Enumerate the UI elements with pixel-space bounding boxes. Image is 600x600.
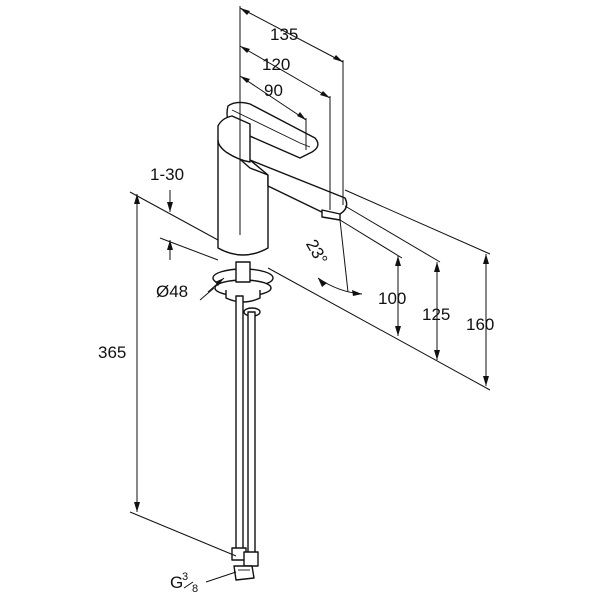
label-90: 90 <box>264 81 283 100</box>
faucet-body <box>217 101 348 256</box>
label-135: 135 <box>270 25 298 44</box>
label-100: 100 <box>378 289 406 308</box>
label-365: 365 <box>98 343 126 362</box>
label-120: 120 <box>262 55 290 74</box>
mounting-assembly <box>212 261 274 581</box>
label-1-30: 1-30 <box>150 165 184 184</box>
label-angle: 23° <box>302 236 331 268</box>
dim-line-135 <box>239 7 344 63</box>
label-diameter: Ø48 <box>156 282 188 301</box>
label-thread-den: 8 <box>192 583 198 595</box>
dim-line-90 <box>239 75 307 121</box>
label-125: 125 <box>422 305 450 324</box>
label-thread-num: 3 <box>182 571 188 583</box>
dimension-lines <box>129 6 491 583</box>
dim-line-120 <box>239 45 331 99</box>
label-160: 160 <box>466 315 494 334</box>
label-thread-main: G <box>170 573 183 592</box>
dimension-labels: 135 120 90 1-30 23° 100 125 160 Ø48 365 … <box>98 25 494 595</box>
